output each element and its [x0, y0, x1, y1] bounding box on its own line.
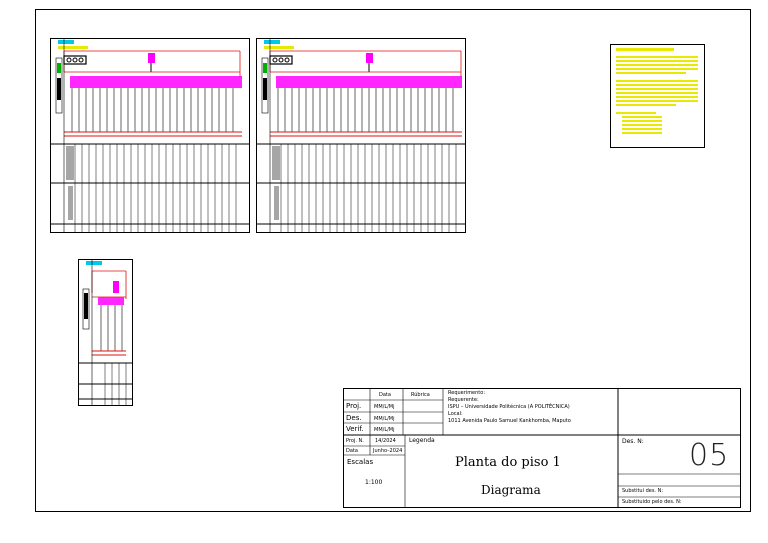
- legenda-label: Legenda: [409, 437, 435, 444]
- substitui-label: Substitui des. N:: [622, 488, 664, 494]
- electrical-diagram-2: [256, 38, 466, 233]
- requerimento-label: Requerimento:: [448, 390, 486, 396]
- drawing-title: Planta do piso 1: [455, 455, 561, 470]
- row-des: Des.: [346, 414, 362, 422]
- electrical-diagram-1: [50, 38, 250, 233]
- des-n-label: Des. N:: [622, 438, 644, 445]
- proj-date: MM/L/Mj: [374, 404, 395, 410]
- local-label: Local:: [448, 411, 463, 417]
- requerente-label: Requerente:: [448, 397, 479, 403]
- proj-n-value: 14/2024: [375, 438, 396, 444]
- escalas-label: Escalas: [347, 458, 374, 466]
- title-block: Data Rúbrica Proj. Des. Verif. MM/L/Mj M…: [343, 388, 741, 508]
- verif-date: MM/L/Mj: [374, 427, 395, 433]
- escala-value: 1:100: [365, 479, 383, 486]
- electrical-diagram-3: [78, 259, 133, 406]
- notes-box: [610, 44, 705, 148]
- row-proj: Proj.: [346, 402, 362, 410]
- column-rubrica: Rúbrica: [411, 392, 430, 398]
- column-data: Data: [379, 392, 391, 398]
- des-date: MM/L/Mj: [374, 416, 395, 422]
- data-label: Data: [346, 448, 358, 454]
- proj-n-label: Proj. N.: [346, 438, 364, 444]
- requerente-value: ISPU – Universidade Politécnica (A POLIT…: [448, 404, 570, 410]
- drawing-number: 05: [689, 438, 730, 473]
- title-block-grid: [343, 388, 741, 508]
- drawing-subtitle: Diagrama: [481, 483, 541, 497]
- local-value: 1011 Avenida Paulo Samuel Kankhomba, Map…: [448, 418, 571, 424]
- row-verif: Verif.: [346, 425, 364, 433]
- substituido-label: Substituido pelo des. N:: [622, 499, 682, 505]
- drawing-sheet-border: [35, 9, 751, 512]
- data-value: Junho–2024: [373, 448, 403, 454]
